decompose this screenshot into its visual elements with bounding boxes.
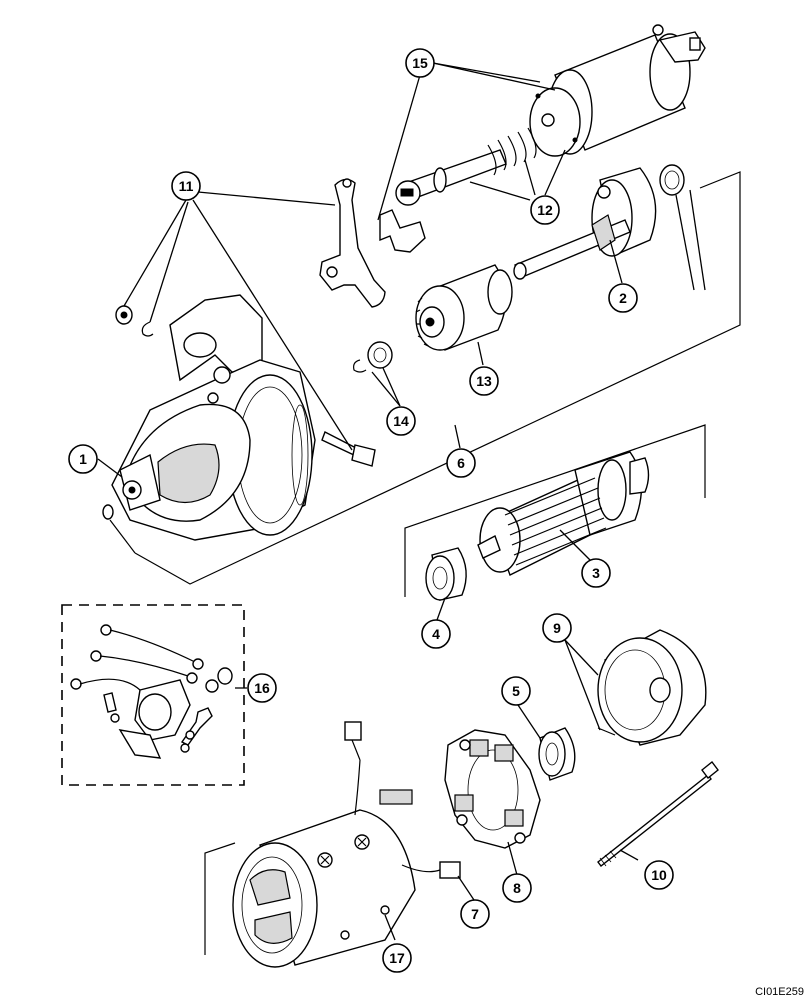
svg-text:3: 3 bbox=[592, 565, 600, 581]
end-cap bbox=[597, 629, 707, 746]
callout-7: 7 bbox=[460, 899, 490, 929]
bearing-14 bbox=[367, 341, 393, 369]
svg-text:9: 9 bbox=[553, 620, 561, 636]
solenoid bbox=[529, 24, 706, 157]
callout-5: 5 bbox=[501, 676, 531, 706]
drive-pinion bbox=[415, 264, 513, 351]
callout-13: 13 bbox=[469, 366, 499, 396]
callout-15: 15 bbox=[405, 48, 435, 78]
cable-kit bbox=[70, 624, 233, 759]
callout-17: 17 bbox=[382, 943, 412, 973]
bearing-4 bbox=[425, 547, 467, 601]
clip-14 bbox=[353, 359, 367, 373]
leader-lines bbox=[97, 62, 706, 941]
clip-11 bbox=[141, 321, 154, 337]
assembly-bracket-6-lower bbox=[109, 519, 136, 554]
svg-text:1: 1 bbox=[79, 451, 87, 467]
fork-piece bbox=[379, 209, 426, 253]
callout-9: 9 bbox=[542, 613, 572, 643]
shift-lever bbox=[319, 178, 386, 308]
svg-text:8: 8 bbox=[513, 880, 521, 896]
pinion-housing bbox=[513, 167, 657, 280]
spring-washer bbox=[659, 164, 685, 196]
callout-4: 4 bbox=[421, 619, 451, 649]
bearing-5 bbox=[538, 727, 576, 781]
plunger-spring bbox=[395, 127, 537, 206]
callout-2: 2 bbox=[608, 283, 638, 313]
svg-text:13: 13 bbox=[476, 373, 492, 389]
bolt-11 bbox=[321, 431, 376, 467]
callout-16: 16 bbox=[247, 673, 277, 703]
drive-end-housing bbox=[111, 294, 316, 541]
callout-8: 8 bbox=[502, 873, 532, 903]
nut-11 bbox=[115, 305, 133, 325]
svg-text:2: 2 bbox=[619, 290, 627, 306]
figure-ref: CI01E259 bbox=[755, 986, 804, 998]
callout-1: 1 bbox=[68, 444, 98, 474]
motor-frame bbox=[232, 721, 461, 968]
svg-text:12: 12 bbox=[537, 202, 553, 218]
callout-6: 6 bbox=[446, 448, 476, 478]
svg-text:7: 7 bbox=[471, 906, 479, 922]
svg-text:5: 5 bbox=[512, 683, 520, 699]
through-bolt bbox=[597, 761, 719, 867]
svg-text:17: 17 bbox=[389, 950, 405, 966]
svg-text:14: 14 bbox=[393, 413, 409, 429]
callout-12: 12 bbox=[530, 195, 560, 225]
armature-bracket bbox=[404, 424, 706, 597]
svg-text:10: 10 bbox=[651, 867, 667, 883]
assembly-bracket-6 bbox=[134, 171, 741, 585]
frame-bracket bbox=[204, 842, 236, 955]
callout-14: 14 bbox=[386, 406, 416, 436]
svg-text:11: 11 bbox=[179, 178, 194, 194]
armature bbox=[477, 451, 650, 576]
svg-text:6: 6 bbox=[457, 455, 465, 471]
callout-10: 10 bbox=[644, 860, 674, 890]
svg-text:16: 16 bbox=[254, 680, 270, 696]
svg-text:4: 4 bbox=[432, 626, 440, 642]
svg-text:15: 15 bbox=[412, 55, 428, 71]
brush-holder bbox=[444, 729, 541, 849]
callout-11: 11 bbox=[171, 171, 201, 201]
washer-icon bbox=[102, 504, 114, 520]
callout-3: 3 bbox=[581, 558, 611, 588]
cable-kit-box bbox=[61, 604, 245, 786]
